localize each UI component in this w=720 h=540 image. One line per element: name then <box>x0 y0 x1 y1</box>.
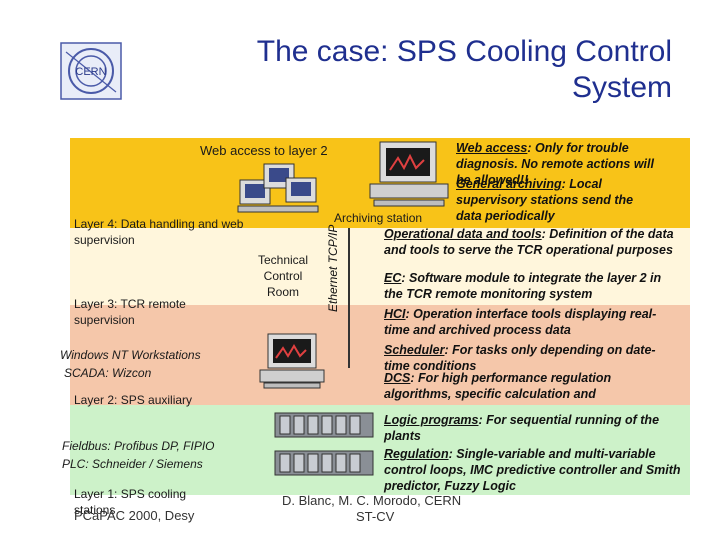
note-general-archiving: General archiving: Local supervisory sta… <box>456 177 634 223</box>
ethernet-line <box>348 228 350 368</box>
slide-title: The case: SPS Cooling Control System <box>256 35 672 104</box>
logo-text: CERN <box>75 66 106 78</box>
note-operational: Operational data and tools: Definition o… <box>384 227 674 257</box>
cern-logo: CERN <box>60 42 122 100</box>
plc-label: PLC: Schneider / Siemens <box>62 457 203 471</box>
scada-workstation-icon <box>256 332 328 395</box>
note-web-access: Web access: Only for trouble diagnosis. … <box>456 141 654 187</box>
note-regulation: Regulation: Single-variable and multi-va… <box>384 447 681 493</box>
footer-department: ST-CV <box>356 509 395 524</box>
archiving-station-icon <box>366 140 452 213</box>
fieldbus-label: Fieldbus: Profibus DP, FIPIO <box>62 439 215 453</box>
layer1-label: Layer 1: SPS cooling stations <box>74 487 187 517</box>
footer-conference: PCaPAC 2000, Desy <box>74 508 195 523</box>
ethernet-label: Ethernet TCP/IP <box>326 224 340 312</box>
note-hci: HCI: Operation interface tools displayin… <box>384 307 657 337</box>
layer3-band <box>70 228 690 305</box>
note-dcs: DCS: For high performance regulation alg… <box>384 371 612 401</box>
archiving-station-label: Archiving station <box>334 211 423 225</box>
footer-authors: D. Blanc, M. C. Morodo, CERN <box>282 493 462 508</box>
layer3-label: Layer 3: TCR remote supervision <box>74 297 186 327</box>
web-workstations-icon <box>236 160 322 221</box>
layer2-label: Layer 2: SPS auxiliary <box>74 393 193 407</box>
layer4-label: Layer 4: Data handling and web supervisi… <box>74 217 244 247</box>
note-ec: EC: Software module to integrate the lay… <box>384 271 662 301</box>
note-logic: Logic programs: For sequential running o… <box>384 413 660 443</box>
tcr-label: Technical Control Room <box>257 253 309 299</box>
windows-nt-label: Windows NT Workstations <box>60 348 201 362</box>
plc-rack-top-icon <box>274 412 374 443</box>
note-scheduler: Scheduler: For tasks only depending on d… <box>384 343 656 373</box>
scada-label: SCADA: Wizcon <box>64 366 152 380</box>
web-access-label: Web access to layer 2 <box>200 143 328 158</box>
layer2-band <box>70 305 690 405</box>
plc-rack-bottom-icon <box>274 450 374 481</box>
layer1-band <box>70 405 690 495</box>
